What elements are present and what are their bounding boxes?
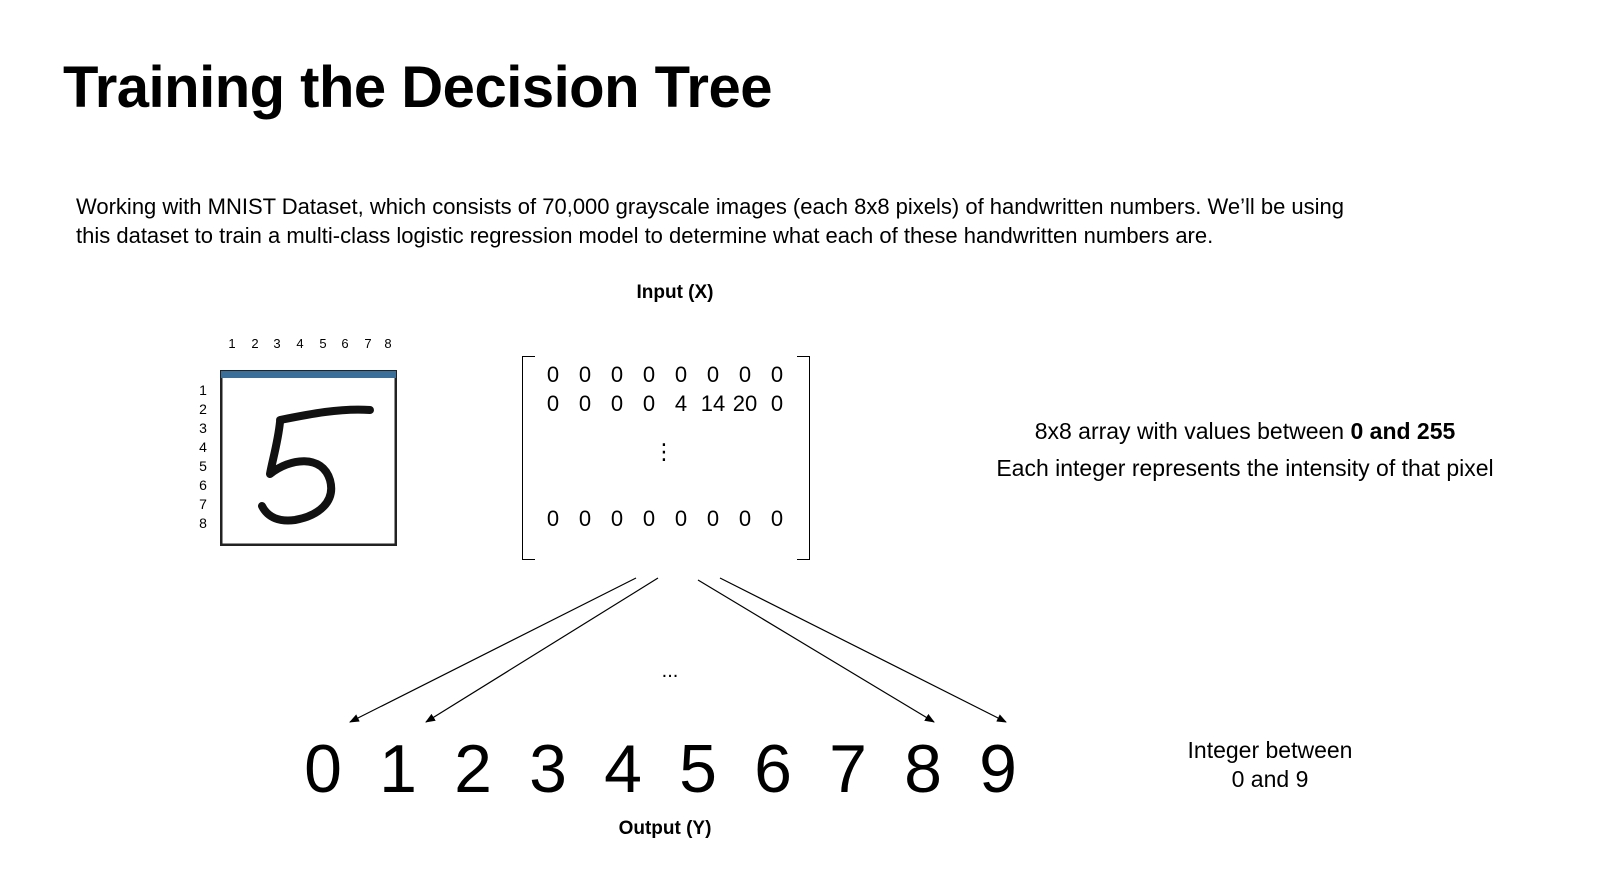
column-number: 6 (341, 336, 349, 351)
matrix-cell: 0 (578, 506, 592, 531)
column-number: 7 (364, 336, 372, 351)
input-label: Input (X) (636, 282, 714, 303)
arrow-to-8 (697, 579, 935, 723)
output-digit: 3 (529, 731, 567, 807)
matrix-cell: 0 (610, 506, 624, 531)
output-digit: 9 (979, 731, 1017, 807)
matrix-cell: 0 (738, 362, 752, 387)
row-number: 5 (199, 458, 207, 474)
matrix-cell: 0 (546, 506, 560, 531)
output-digit: 5 (679, 731, 717, 807)
column-number: 2 (251, 336, 259, 351)
row-number: 8 (199, 515, 207, 531)
arrow-to-0 (349, 577, 637, 723)
column-number: 5 (319, 336, 327, 351)
output-digit: 7 (829, 731, 867, 807)
matrix-cell: 0 (738, 506, 752, 531)
matrix-cell: 0 (642, 506, 656, 531)
output-digit: 4 (604, 731, 642, 807)
output-digit: 8 (904, 731, 942, 807)
column-number: 3 (273, 336, 281, 351)
row-number: 3 (199, 420, 207, 436)
matrix-cell: 0 (610, 391, 624, 416)
integer-note-line-2: 0 and 9 (1231, 766, 1309, 792)
integer-note: Integer between 0 and 9 (1130, 736, 1410, 794)
description-line-2: this dataset to train a multi-class logi… (76, 223, 1214, 248)
matrix-cell: 0 (674, 362, 688, 387)
output-digit: 2 (454, 731, 492, 807)
output-digit: 6 (754, 731, 792, 807)
row-number: 7 (199, 496, 207, 512)
row-number: 6 (199, 477, 207, 493)
matrix-cell: 0 (770, 506, 784, 531)
matrix-cell: 0 (770, 362, 784, 387)
integer-note-line-1: Integer between (1187, 737, 1353, 763)
matrix-cell: 0 (610, 362, 624, 387)
handwritten-digit-image (220, 370, 397, 546)
page-title: Training the Decision Tree (63, 55, 772, 120)
matrix-right-bracket (797, 356, 810, 560)
row-number: 4 (199, 439, 207, 455)
column-number: 8 (384, 336, 392, 351)
matrix-cell: 0 (674, 506, 688, 531)
description: Working with MNIST Dataset, which consis… (76, 192, 1526, 250)
array-note-range: 0 and 255 (1350, 418, 1456, 444)
matrix-cell: 0 (706, 506, 720, 531)
output-digit: 0 (304, 731, 342, 807)
arrow-to-9 (719, 577, 1007, 723)
column-number: 1 (228, 336, 236, 351)
array-note-line-1: 8x8 array with values between 0 and 255 (965, 418, 1525, 445)
column-number: 4 (296, 336, 304, 351)
matrix-cell: 14 (700, 391, 726, 416)
description-line-1: Working with MNIST Dataset, which consis… (76, 194, 1345, 219)
output-label: Output (Y) (618, 818, 712, 839)
matrix-cell: 0 (642, 391, 656, 416)
row-number: 1 (199, 382, 207, 398)
array-note-line-2: Each integer represents the intensity of… (996, 455, 1494, 481)
matrix-cell: 0 (546, 391, 560, 416)
arrow-to-1 (425, 577, 659, 723)
matrix-cell: 0 (706, 362, 720, 387)
matrix-cell: 20 (732, 391, 758, 416)
matrix-cell: 0 (546, 362, 560, 387)
matrix-left-bracket (522, 356, 535, 560)
matrix-cell: 4 (674, 391, 688, 416)
row-number: 2 (199, 401, 207, 417)
output-digit: 1 (379, 731, 417, 807)
matrix-cell: 0 (770, 391, 784, 416)
matrix-cell: 0 (578, 391, 592, 416)
matrix-cell: 0 (578, 362, 592, 387)
array-note-prefix: 8x8 array with values between (1034, 418, 1351, 444)
arrows-ellipsis: ... (661, 660, 679, 682)
input-matrix: 0 0 0 0 0 0 0 0 0 0 0 0 4 14 20 0 ⋮ 0 0 … (522, 356, 810, 562)
matrix-cell: 0 (642, 362, 656, 387)
